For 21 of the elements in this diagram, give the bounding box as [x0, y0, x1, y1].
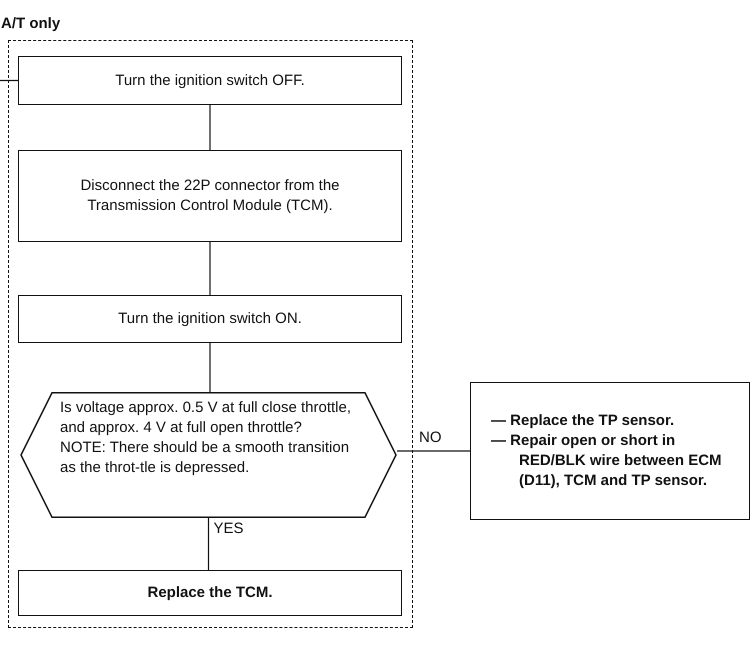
decision-hexagon — [20, 392, 397, 518]
note-text: NOTE: There should be a smooth transition as the throt-tle is depressed. — [60, 438, 350, 478]
connector-line — [209, 242, 211, 295]
group-heading: A/T only — [1, 14, 60, 34]
process-box — [18, 295, 402, 343]
action-box — [470, 382, 750, 520]
connector-line — [209, 343, 211, 392]
action-item: — Replace the TP sensor. — [491, 411, 676, 431]
connector-line — [397, 450, 470, 452]
connector-line — [208, 518, 210, 570]
step-text: Disconnect the 22P connector from the Transmission Control Module (TCM). — [79, 176, 341, 216]
connector-line — [209, 105, 211, 150]
step-text: Replace the TCM. — [146, 583, 274, 603]
process-box — [18, 150, 402, 242]
question-text: Is voltage approx. 0.5 V at full close throttle, and approx. 4 V at full open throttle? — [60, 398, 352, 438]
process-box — [18, 56, 402, 105]
process-box — [18, 570, 402, 616]
step-text: Turn the ignition switch OFF. — [114, 70, 306, 90]
action-item: — Repair open or short in RED/BLK wire between ECM (D11), TCM and TP sensor. — [491, 431, 723, 491]
connector-line — [0, 80, 18, 82]
step-text: Turn the ignition switch ON. — [117, 309, 303, 329]
